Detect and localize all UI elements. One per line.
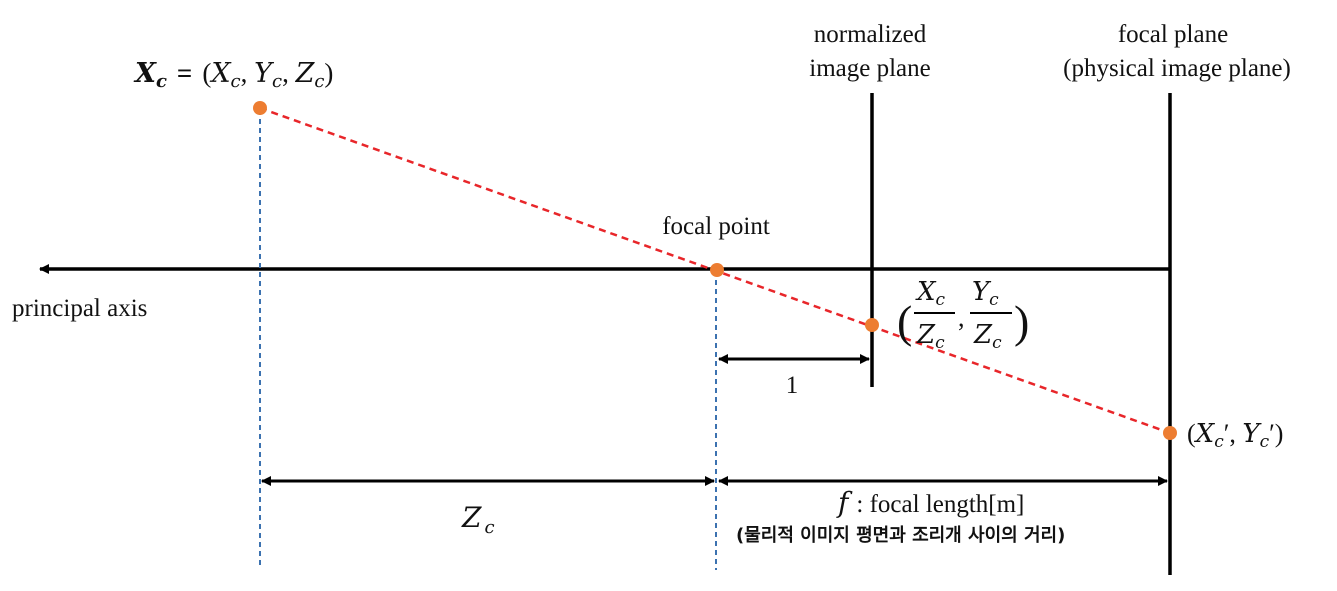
unit-distance-label: 1 xyxy=(786,372,799,399)
focal-point-label: focal point xyxy=(662,213,770,240)
focal-length-label: f: focal length[m] xyxy=(836,486,1024,519)
svg-text:Zc: Zc xyxy=(916,320,945,353)
normalized-coordinate-label: ( Xc Zc , Yc Zc ) xyxy=(897,277,1029,353)
image-point-label: (Xc′, Yc′) xyxy=(1187,419,1283,452)
normalized-image-point xyxy=(865,318,879,332)
svg-text:,: , xyxy=(958,303,965,332)
close-paren: ) xyxy=(1014,296,1029,347)
focal-length-note: (물리적 이미지 평면과 조리개 사이의 거리) xyxy=(736,525,1065,546)
normalized-plane-title-line2: image plane xyxy=(809,55,930,82)
object-point xyxy=(253,101,267,115)
svg-text:Zc: Zc xyxy=(973,320,1002,353)
principal-axis-label: principal axis xyxy=(12,295,147,322)
focal-plane-title-line1: focal plane xyxy=(1118,21,1228,48)
focal-point xyxy=(710,263,724,277)
focal-plane-title-line2: (physical image plane) xyxy=(1063,55,1291,82)
image-point xyxy=(1163,426,1177,440)
svg-text:Yc: Yc xyxy=(972,277,999,310)
object-point-label: Xc=(Xc, Yc, Zc) xyxy=(133,58,333,92)
open-paren: ( xyxy=(897,296,912,347)
svg-text:Xc: Xc xyxy=(915,277,946,310)
normalized-plane-title-line1: normalized xyxy=(814,21,927,48)
